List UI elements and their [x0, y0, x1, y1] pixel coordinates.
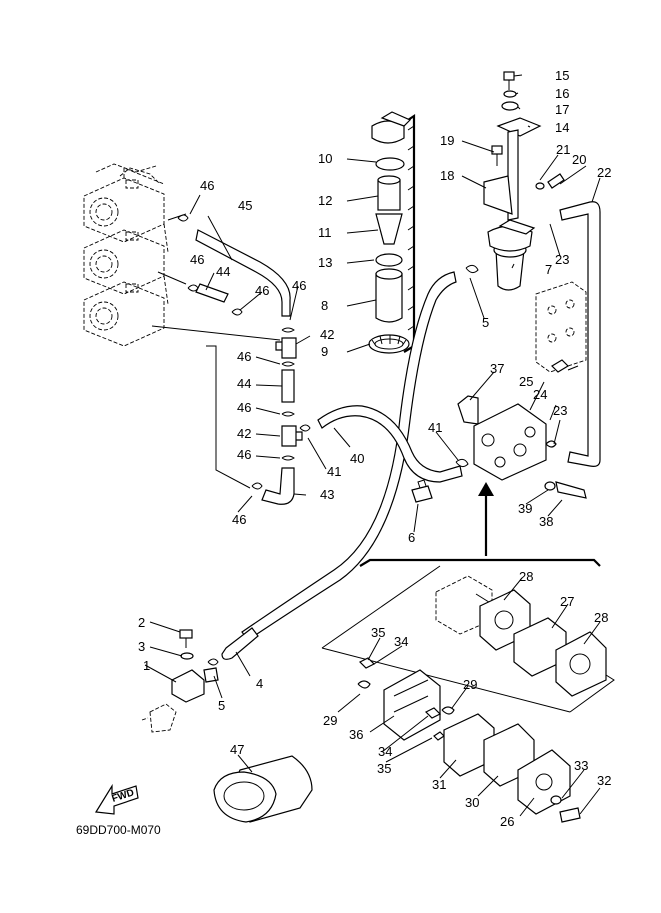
callout-46-a: 46: [200, 178, 214, 193]
fwd-arrow-icon: FWD: [94, 783, 139, 815]
callout-21: 21: [556, 142, 570, 157]
callout-42-lower: 42: [237, 426, 251, 441]
callout-37: 37: [490, 361, 504, 376]
clips-46: [177, 214, 295, 490]
callout-20: 20: [572, 152, 586, 167]
callout-9: 9: [321, 344, 328, 359]
callout-45: 45: [238, 198, 252, 213]
callout-35-upper: 35: [371, 625, 385, 640]
callout-46-e: 46: [237, 349, 251, 364]
hose-45: [195, 229, 291, 317]
callout-34-lower: 34: [378, 744, 392, 759]
fuel-pump-assembly: [457, 395, 587, 499]
callout-30: 30: [465, 795, 479, 810]
joint-42-lower: [281, 425, 303, 447]
callout-46-h: 46: [232, 512, 246, 527]
joint-42-upper: [275, 337, 297, 359]
cover-parts: [443, 713, 581, 823]
callout-27: 27: [560, 594, 574, 609]
callout-5-lower: 5: [218, 698, 225, 713]
hose-44-upper: [195, 283, 229, 303]
hose-43: [261, 467, 295, 505]
callout-4: 4: [256, 676, 263, 691]
callout-1: 1: [143, 658, 150, 673]
callout-46-b: 46: [190, 252, 204, 267]
callout-23-upper: 23: [555, 252, 569, 267]
mount-plate: [535, 281, 587, 373]
callout-3: 3: [138, 639, 145, 654]
callout-15: 15: [555, 68, 569, 83]
intake-duct-47: [213, 755, 313, 823]
callout-6: 6: [408, 530, 415, 545]
hose-22: [559, 201, 601, 467]
callout-28-right: 28: [594, 610, 608, 625]
callout-10: 10: [318, 151, 332, 166]
callout-39: 39: [518, 501, 532, 516]
pump-body-36: [357, 657, 455, 741]
callout-8: 8: [321, 298, 328, 313]
callout-46-g: 46: [237, 447, 251, 462]
callout-31: 31: [432, 777, 446, 792]
callout-35-lower: 35: [377, 761, 391, 776]
callout-47: 47: [230, 742, 244, 757]
callout-11: 11: [318, 225, 332, 240]
fuel-hose-main: [221, 264, 479, 660]
hose-40: [299, 405, 469, 483]
callout-25: 25: [519, 374, 533, 389]
clip-6: [411, 479, 433, 503]
callout-13: 13: [318, 255, 332, 270]
callout-33: 33: [574, 758, 588, 773]
bracket-14-18: [483, 117, 542, 221]
callout-2: 2: [138, 615, 145, 630]
callout-22: 22: [597, 165, 611, 180]
callout-46-c: 46: [255, 283, 269, 298]
callout-labels: 1 2 3 4 5 5 6 7 8 9 10 11 12 13 14 15 16…: [138, 68, 611, 829]
diaphragm-parts: [435, 575, 607, 697]
callout-41-right: 41: [428, 420, 442, 435]
callout-7: 7: [545, 262, 552, 277]
callout-34-upper: 34: [394, 634, 408, 649]
callout-36: 36: [349, 727, 363, 742]
callout-12: 12: [318, 193, 332, 208]
callout-46-d: 46: [292, 278, 306, 293]
callout-38: 38: [539, 514, 553, 529]
callout-19: 19: [440, 133, 454, 148]
callout-44-upper: 44: [216, 264, 230, 279]
callout-5-upper: 5: [482, 315, 489, 330]
callout-29-right: 29: [463, 677, 477, 692]
callout-41-left: 41: [327, 464, 341, 479]
callout-32: 32: [597, 773, 611, 788]
drawing-code: 69DD700-M070: [76, 823, 161, 837]
callout-18: 18: [440, 168, 454, 183]
callout-42-upper: 42: [320, 327, 334, 342]
callout-29-left: 29: [323, 713, 337, 728]
fuel-filter-exploded: [368, 111, 416, 354]
callout-23-lower: 23: [553, 403, 567, 418]
carburetor-assembly: [83, 163, 281, 489]
callout-28-left: 28: [519, 569, 533, 584]
bolts-15-19-20: [491, 71, 565, 190]
callout-40: 40: [350, 451, 364, 466]
callout-14: 14: [555, 120, 569, 135]
callout-46-f: 46: [237, 400, 251, 415]
hose-44-lower: [281, 369, 295, 403]
callout-43: 43: [320, 487, 334, 502]
joint-1: [141, 629, 219, 733]
fuel-filter-assembly: [487, 219, 536, 291]
callout-24: 24: [533, 387, 547, 402]
callout-17: 17: [555, 102, 569, 117]
callout-26: 26: [500, 814, 514, 829]
callout-44-lower: 44: [237, 376, 251, 391]
leader-lines: [144, 74, 601, 817]
callout-16: 16: [555, 86, 569, 101]
